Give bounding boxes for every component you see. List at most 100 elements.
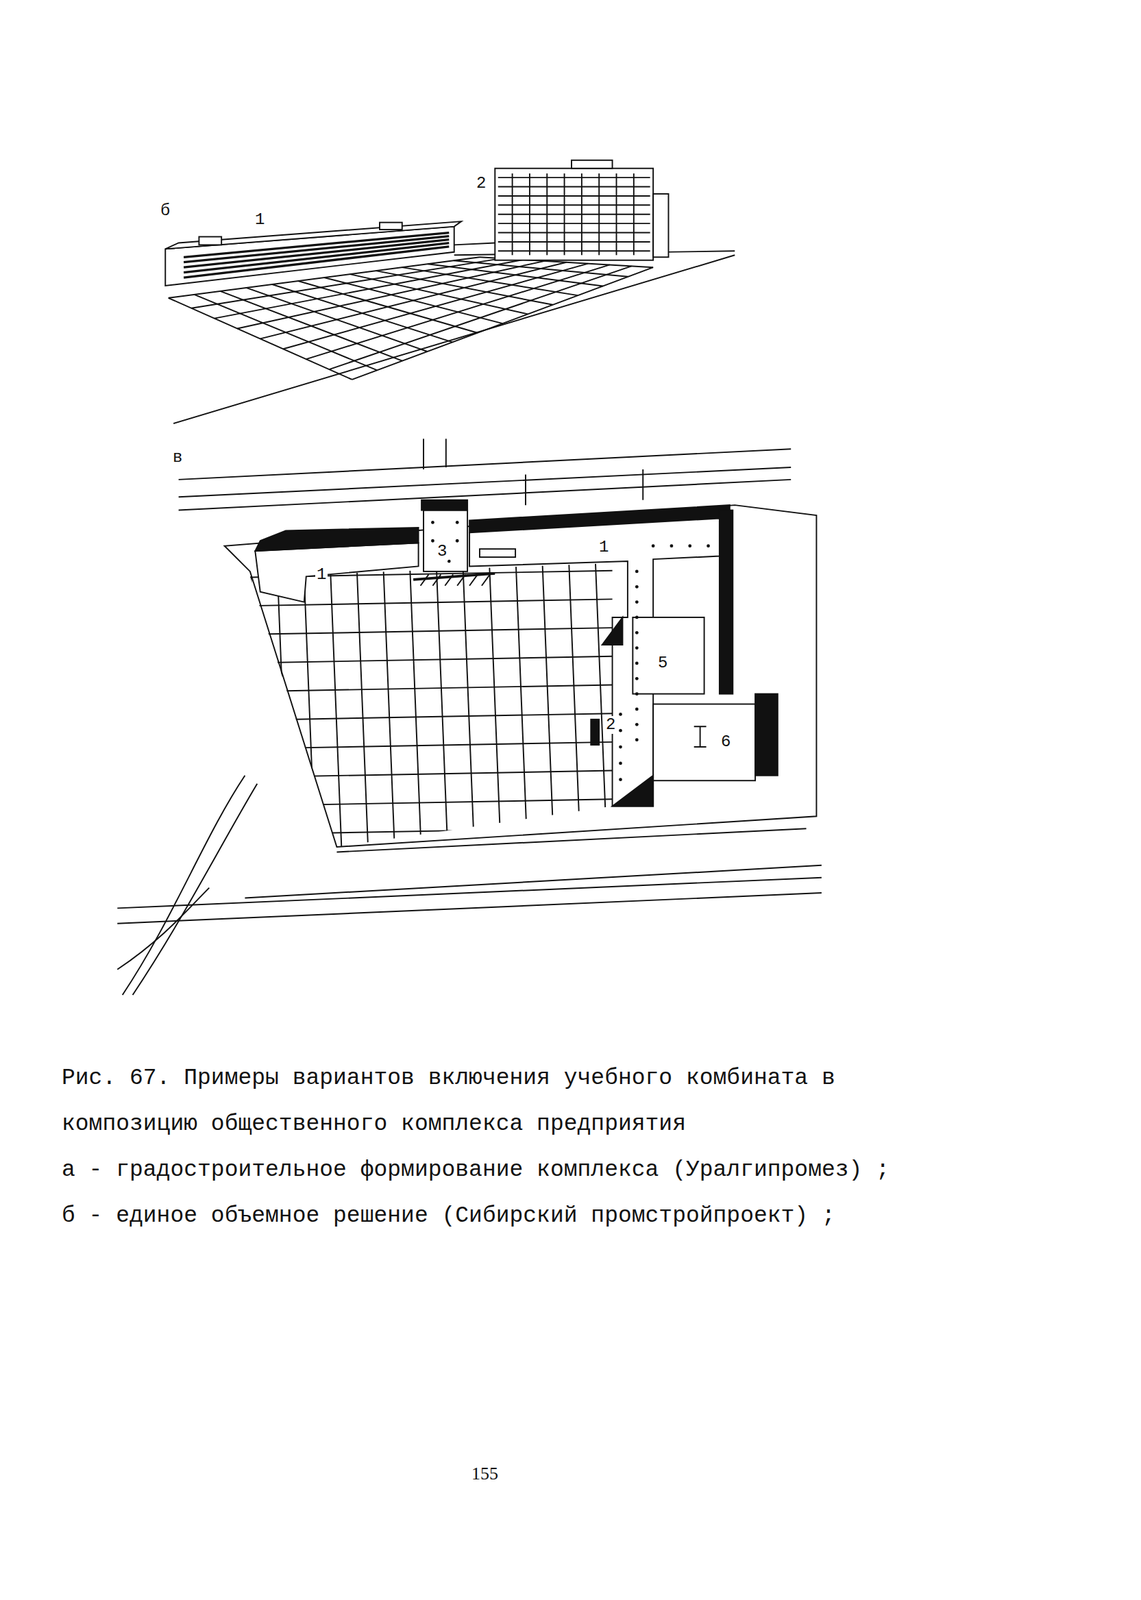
- road: [422, 438, 425, 470]
- column-dot: [706, 544, 710, 548]
- road: [117, 877, 822, 909]
- wall-shadow: [254, 527, 419, 551]
- column-dot: [635, 646, 639, 650]
- grid-line: [435, 550, 449, 858]
- grid-line: [356, 550, 369, 858]
- road-curve: [132, 783, 258, 996]
- tall-building-wing: [653, 193, 669, 257]
- ground-line: [173, 254, 735, 424]
- wall-shadow: [719, 510, 733, 695]
- column-dot: [431, 539, 435, 543]
- grid-line: [568, 550, 582, 858]
- grid-line: [235, 742, 623, 750]
- column-dot: [635, 738, 639, 742]
- roof-box: [198, 236, 222, 245]
- hatch-tick: [432, 574, 441, 586]
- callout-number: 1: [315, 566, 328, 584]
- column-dot: [635, 616, 639, 620]
- road: [244, 865, 821, 899]
- hatch-tick: [420, 574, 429, 586]
- column-dot: [635, 585, 639, 589]
- roof-box: [571, 160, 613, 169]
- grid-line: [542, 550, 555, 858]
- facade-line: [498, 204, 651, 206]
- window-bands: [183, 232, 449, 279]
- road-curve: [122, 775, 246, 996]
- column-dot: [618, 762, 623, 766]
- building-6: [653, 704, 756, 782]
- road: [178, 479, 792, 511]
- column-dot: [618, 777, 623, 782]
- column-dots: [431, 520, 710, 782]
- entrance-mark: [590, 719, 599, 745]
- caption-item: а - градостроительное формирование компл…: [61, 1147, 890, 1194]
- facade-line: [498, 241, 651, 243]
- column-dot: [635, 570, 639, 574]
- grid-line: [235, 855, 623, 863]
- column-dot: [670, 544, 674, 548]
- i-symbol: [694, 726, 707, 747]
- column-dot: [635, 722, 639, 727]
- grid-line: [235, 770, 623, 778]
- road: [178, 467, 792, 497]
- window-band: [183, 243, 449, 273]
- figure-caption: Рис. 67. Примеры вариантов включения уче…: [61, 1055, 980, 1148]
- callout-number: 5: [656, 654, 669, 673]
- callout-number: 6: [719, 733, 732, 752]
- grid-line: [250, 550, 263, 858]
- grid-line: [235, 627, 623, 635]
- grid-line: [283, 263, 588, 350]
- grid-line: [352, 267, 654, 380]
- grid-line: [329, 550, 342, 858]
- facade-line: [498, 213, 651, 216]
- tall-building: [494, 168, 654, 261]
- facade-grid: [498, 173, 651, 255]
- window-band: [183, 246, 449, 278]
- column-dot: [618, 712, 623, 717]
- column-dot: [455, 539, 460, 543]
- grid-line: [328, 265, 632, 370]
- road-curve: [117, 888, 210, 970]
- callout-number: 2: [474, 174, 488, 193]
- grid-line: [382, 550, 395, 858]
- callout-number: 1: [597, 538, 610, 557]
- hatch-tick: [481, 574, 490, 586]
- wall-shadow: [612, 775, 654, 807]
- site-plan: [117, 438, 822, 996]
- roof-box: [379, 222, 403, 230]
- grid-line: [260, 262, 567, 340]
- grid-line: [235, 684, 623, 692]
- column-dot: [635, 600, 639, 604]
- column-dot: [618, 745, 623, 750]
- grid-line: [235, 713, 623, 721]
- column-dot: [635, 661, 639, 666]
- facade-line: [498, 222, 651, 225]
- column-dot: [431, 520, 435, 525]
- column-dot: [635, 631, 639, 635]
- grid-line: [409, 550, 422, 858]
- wall-shadow: [421, 500, 468, 511]
- grid-line: [462, 550, 475, 858]
- road: [445, 438, 447, 468]
- hatch: [420, 574, 490, 586]
- column-dot: [635, 692, 639, 696]
- caption-item: б - единое объемное решение (Сибирский п…: [61, 1193, 836, 1239]
- grid-line: [594, 550, 608, 858]
- view-letter: в: [171, 448, 184, 467]
- column-dot: [635, 677, 639, 681]
- building-3: [423, 510, 468, 572]
- hatch-tick: [457, 574, 466, 586]
- grid-line: [235, 656, 623, 664]
- facade-line: [498, 250, 651, 252]
- grid-line: [306, 264, 610, 360]
- building-1: [254, 542, 419, 602]
- road: [178, 448, 792, 480]
- column-dot: [688, 544, 692, 548]
- grid-line: [488, 550, 501, 858]
- facade-line: [498, 186, 651, 188]
- hatch-tick: [444, 574, 453, 586]
- page-number: 155: [471, 1463, 499, 1485]
- callout-number: 2: [604, 716, 617, 734]
- column-dot: [635, 707, 639, 712]
